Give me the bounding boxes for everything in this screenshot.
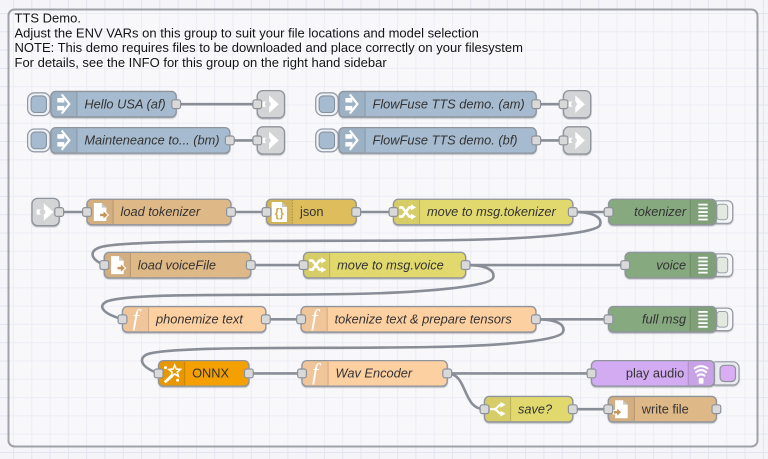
svg-text:write file: write file: [641, 401, 689, 416]
svg-text:For details, see the INFO for: For details, see the INFO for this group…: [15, 55, 388, 70]
svg-text:move to msg.tokenizer: move to msg.tokenizer: [427, 204, 556, 219]
svg-text:load voiceFile: load voiceFile: [138, 257, 216, 272]
svg-text:Wav Encoder: Wav Encoder: [336, 366, 413, 381]
svg-text:play audio: play audio: [626, 366, 684, 381]
svg-text:NOTE: This demo requires files: NOTE: This demo requires files to be dow…: [15, 40, 523, 55]
svg-text:full msg: full msg: [642, 312, 686, 327]
svg-text:Hello USA (af): Hello USA (af): [84, 96, 165, 111]
svg-text:voice: voice: [656, 257, 686, 272]
svg-text:f: f: [311, 306, 321, 331]
svg-text:ONNX: ONNX: [192, 366, 229, 381]
svg-text:f: f: [312, 360, 322, 385]
svg-text:tokenizer: tokenizer: [634, 204, 687, 219]
svg-text:FlowFuse TTS demo. (bf): FlowFuse TTS demo. (bf): [373, 133, 518, 148]
svg-text:json: json: [299, 204, 323, 219]
svg-text:Adjust the ENV VARs on this gr: Adjust the ENV VARs on this group to sui…: [15, 25, 479, 40]
svg-text:Mainteneance to... (bm): Mainteneance to... (bm): [84, 133, 219, 148]
svg-text:{}: {}: [275, 206, 285, 220]
svg-text:FlowFuse TTS demo. (am): FlowFuse TTS demo. (am): [373, 96, 525, 111]
svg-text:f: f: [133, 306, 143, 331]
svg-text:tokenize text & prepare tensor: tokenize text & prepare tensors: [335, 312, 513, 327]
svg-text:move to msg.voice: move to msg.voice: [337, 257, 444, 272]
svg-text:save?: save?: [518, 401, 553, 416]
svg-text:load tokenizer: load tokenizer: [121, 204, 201, 219]
svg-text:phonemize text: phonemize text: [155, 312, 243, 327]
svg-text:TTS Demo.: TTS Demo.: [15, 11, 81, 26]
